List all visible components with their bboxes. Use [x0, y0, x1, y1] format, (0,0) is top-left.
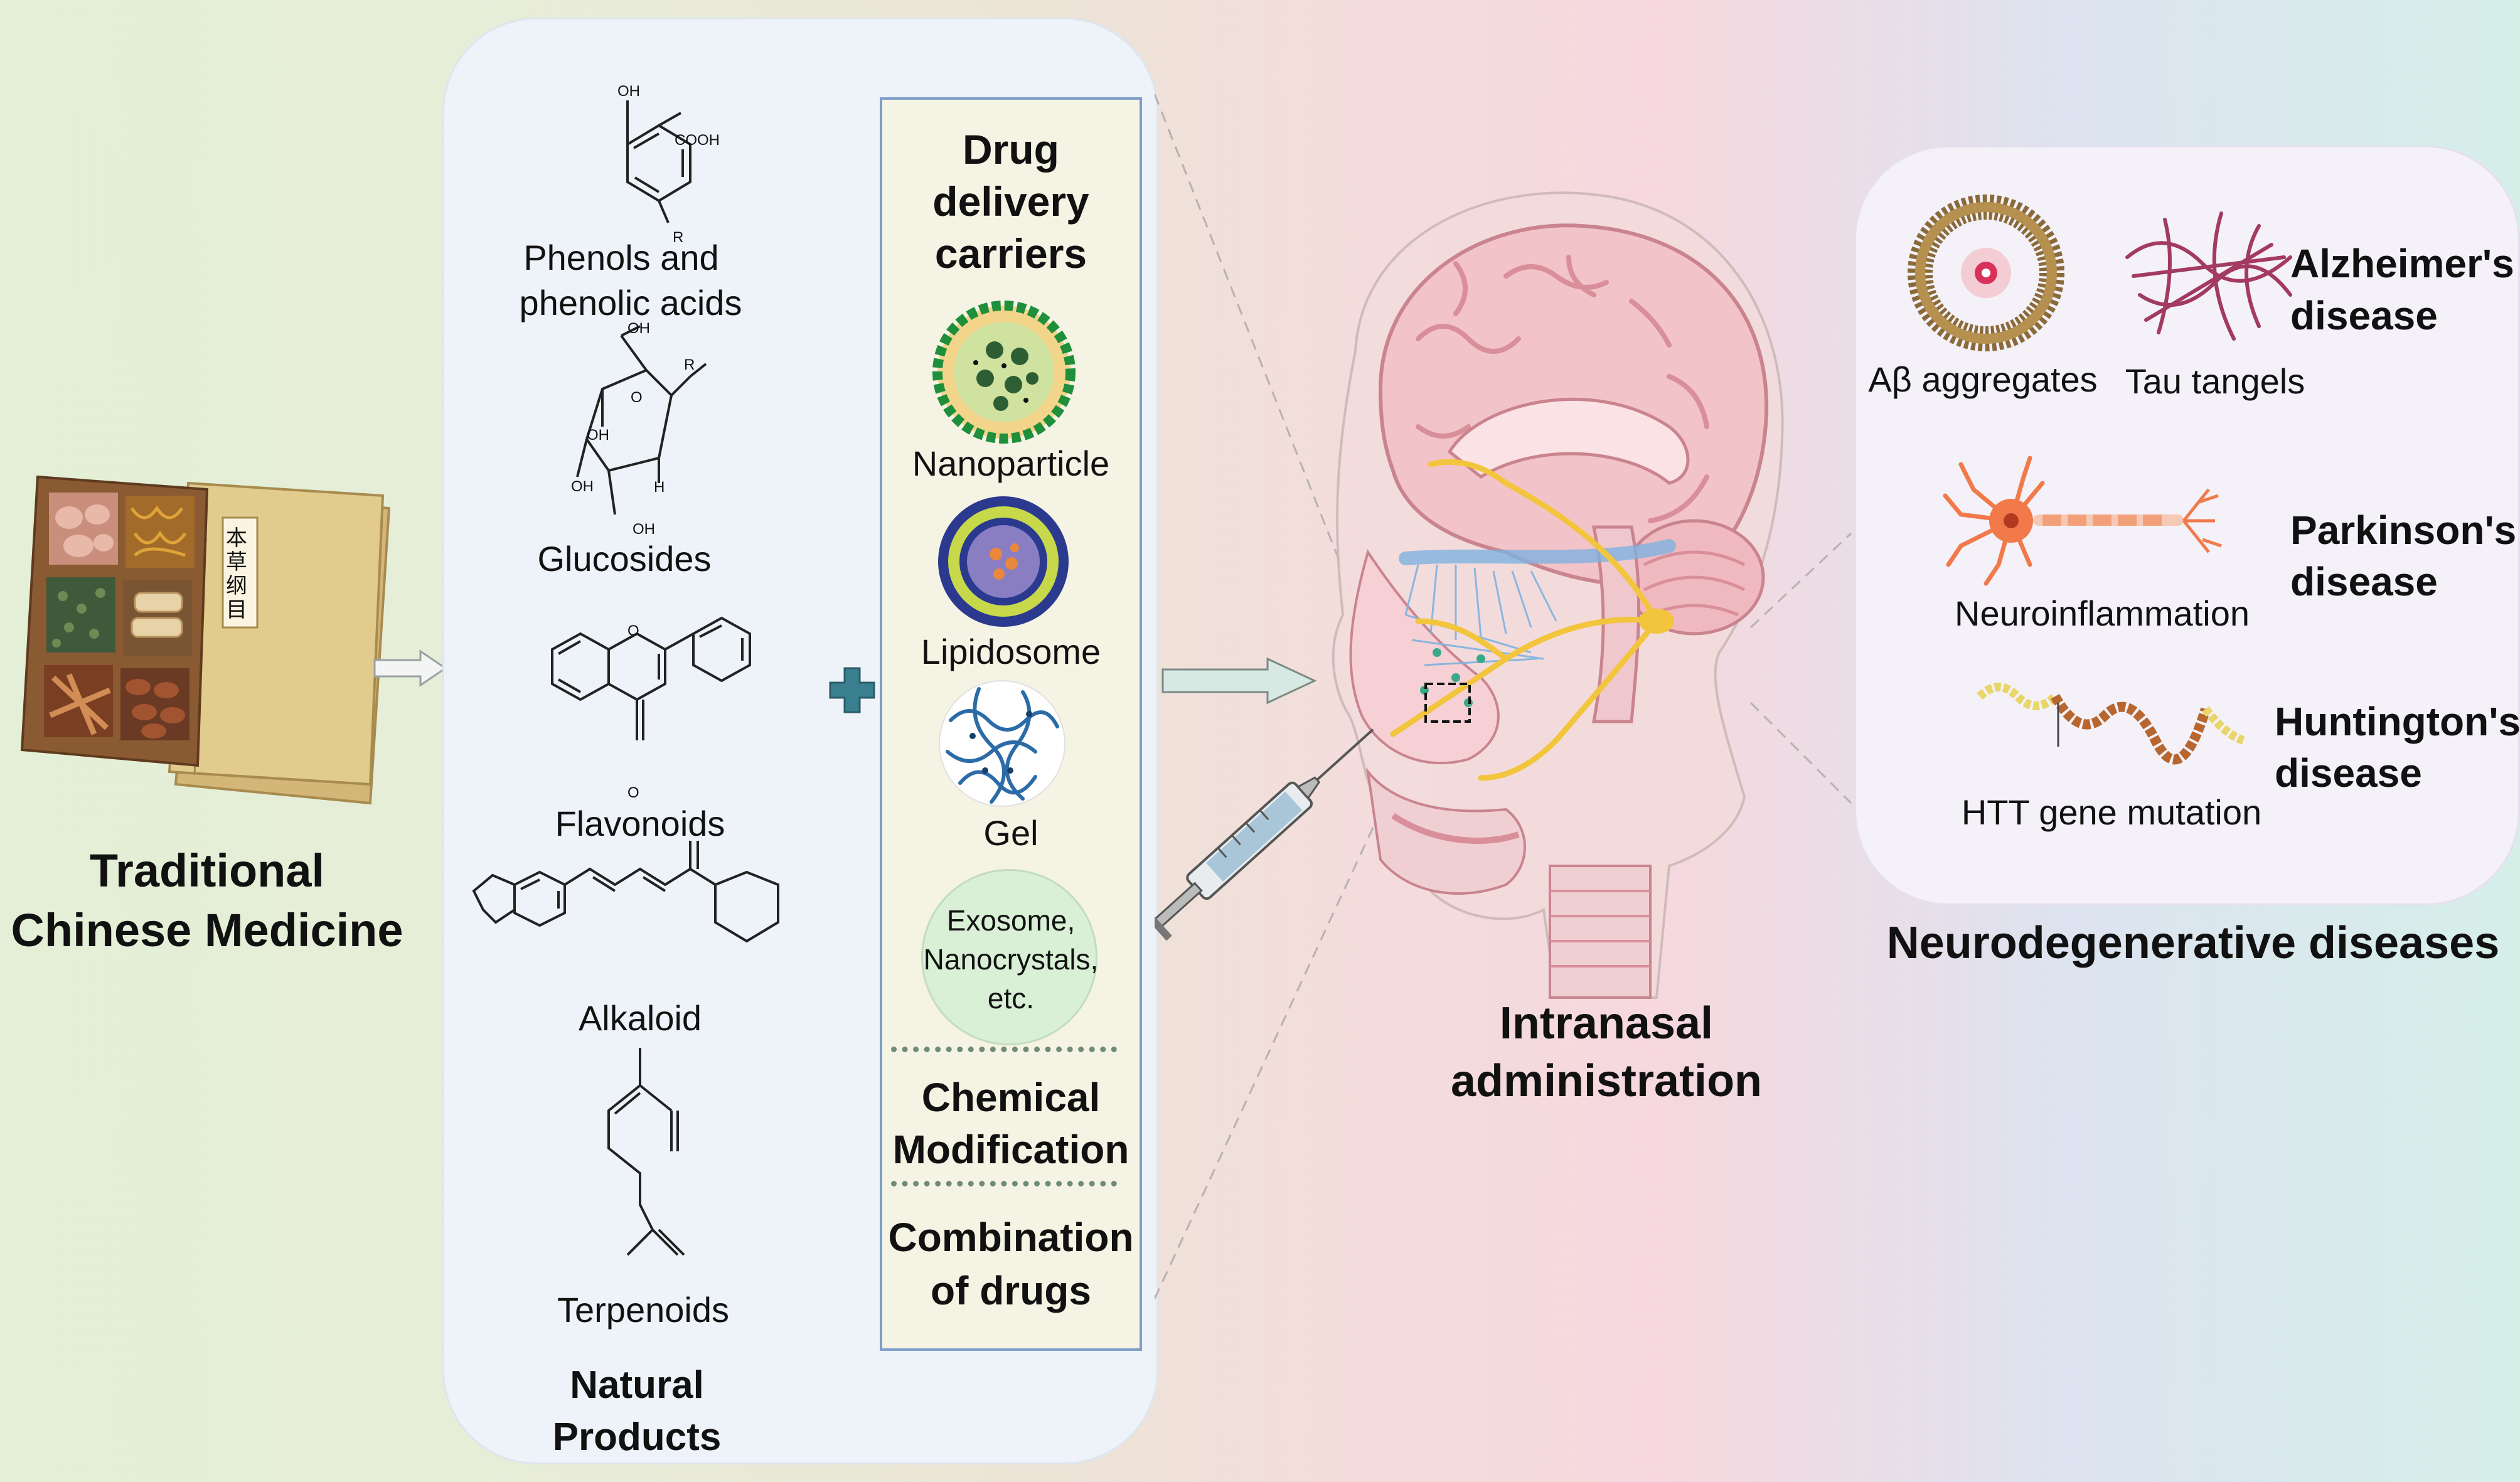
book-label-char-1: 本: [226, 526, 247, 550]
natural-products-title-1: Natural: [570, 1363, 704, 1407]
atom-cooh: COOH: [675, 132, 720, 149]
intranasal-label-1: Intranasal: [1499, 998, 1714, 1048]
dotted-divider-1: [891, 1047, 1117, 1052]
htt-chain-icon: [1973, 665, 2250, 781]
chem-mod-2: Modification: [892, 1127, 1129, 1172]
neuron-icon: [1942, 452, 2237, 593]
exosome-label-3: etc.: [987, 982, 1035, 1015]
tcm-title-line1: Traditional: [89, 845, 325, 897]
dd-title-3: carriers: [934, 230, 1087, 277]
atom-r: R: [673, 229, 684, 246]
plus-icon: [827, 665, 877, 718]
alzheimers-label-2: disease: [2290, 293, 2438, 338]
arrow-to-intranasal: [1161, 656, 1318, 709]
abeta-label: Aβ aggregates: [1868, 360, 2098, 399]
head-illustration: [1141, 75, 1864, 1390]
compound-label-flavonoids: Flavonoids: [555, 804, 725, 843]
parkinsons-label-1: Parkinson's: [2290, 508, 2517, 553]
combo-1: Combination: [888, 1215, 1134, 1260]
compound-label-glucosides: Glucosides: [537, 539, 712, 578]
arrow-tcm-to-products: [373, 649, 449, 690]
abeta-aggregates-icon: [1908, 195, 2064, 355]
atom-oh-bottom: OH: [633, 521, 655, 538]
compound-label-terpenoids: Terpenoids: [557, 1290, 729, 1330]
dd-title-1: Drug: [963, 126, 1059, 173]
atom-r-glu: R: [684, 356, 695, 373]
tcm-title-line2: Chinese Medicine: [11, 904, 403, 956]
book-label-char-3: 纲: [226, 574, 247, 598]
alkaloid-structure: [464, 834, 816, 1020]
phenolic-acid-structure: [565, 75, 728, 254]
atom-oh-lower: OH: [571, 478, 594, 495]
atom-h: H: [654, 479, 665, 496]
dd-title-2: delivery: [932, 178, 1089, 225]
glucoside-structure: [552, 314, 728, 549]
exosome-label-2: Nanocrystals,: [923, 943, 1099, 976]
neurodegenerative-title: Neurodegenerative diseases: [1886, 918, 2500, 968]
book-label-char-4: 目: [226, 598, 247, 622]
gel-icon: [935, 676, 1070, 814]
lipidosome-icon: [933, 491, 1074, 636]
chem-mod-1: Chemical: [921, 1075, 1101, 1120]
dotted-divider-2: [891, 1181, 1117, 1186]
alzheimers-label-1: Alzheimer's: [2290, 241, 2514, 286]
parkinsons-label-2: disease: [2290, 559, 2438, 604]
nanoparticle-icon: [932, 300, 1076, 447]
combo-2: of drugs: [931, 1268, 1091, 1313]
huntingtons-label-2: disease: [2275, 750, 2422, 796]
compound-label-phenols-1: Phenols and: [523, 238, 719, 277]
compound-label-phenols-2: phenolic acids: [519, 283, 742, 323]
tau-label: Tau tangels: [2125, 361, 2305, 401]
neuroinflammation-label: Neuroinflammation: [1955, 594, 2250, 633]
atom-o-keto: O: [627, 784, 639, 801]
flavonoid-structure: [540, 590, 766, 806]
intranasal-label-2: administration: [1450, 1056, 1763, 1106]
carrier-label-nanoparticle: Nanoparticle: [912, 444, 1110, 483]
carrier-label-lipidosome: Lipidosome: [921, 632, 1101, 671]
atom-oh-top: OH: [627, 320, 650, 337]
exosome-label-1: Exosome,: [946, 904, 1076, 937]
terpenoid-structure: [584, 1042, 697, 1283]
compound-label-alkaloid: Alkaloid: [578, 998, 702, 1038]
atom-oh: OH: [617, 83, 640, 100]
tau-tangles-icon: [2121, 207, 2297, 348]
tcm-illustration: [19, 464, 395, 816]
atom-o-ring: O: [631, 389, 643, 406]
exosome-circle: [921, 869, 1097, 1045]
natural-products-title-2: Products: [552, 1415, 722, 1459]
huntingtons-label-1: Huntington's: [2275, 699, 2520, 744]
htt-label: HTT gene mutation: [1961, 792, 2262, 832]
atom-oh-left: OH: [587, 427, 609, 444]
carrier-label-gel: Gel: [983, 813, 1038, 853]
book-label-char-2: 草: [226, 550, 247, 574]
atom-o-flav: O: [627, 622, 639, 639]
